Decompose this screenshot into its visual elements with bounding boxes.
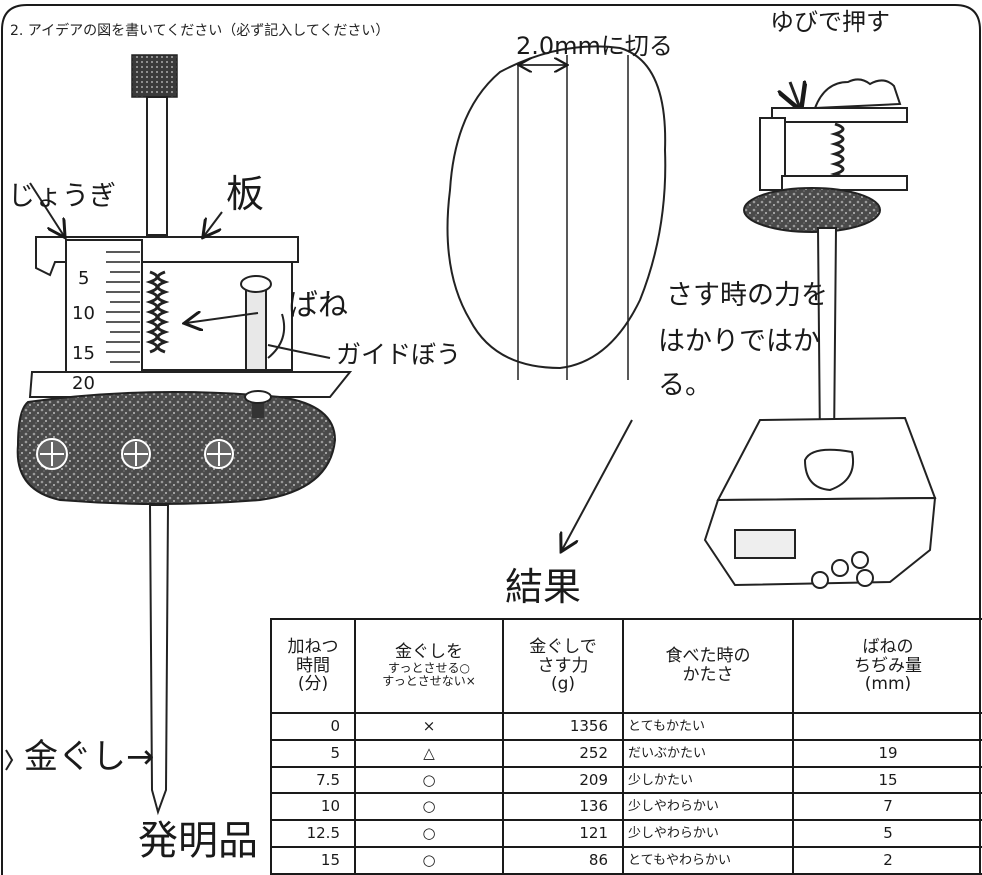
header-hardness: 食べた時のかたさ [622,618,794,714]
cell-force: 86 [502,846,624,875]
label-bane: ばね [288,288,348,323]
results-header-row: 加ねつ時間(分) 金ぐしをすっとさせる○すっとさせない× 金ぐしでさす力(g) … [270,618,982,714]
ruler-tick-20: 20 [72,373,95,394]
header-pierce: 金ぐしをすっとさせる○すっとさせない× [354,618,504,714]
header-spring-shrink: ばねのちぢみ量(mm) [792,618,982,714]
skewer-lower [148,504,170,816]
cell-hardness: とてもやわらかい [622,846,794,875]
cell-hardness: とてもかたい [622,712,794,741]
guide-rod [245,281,267,371]
scale-note-line3: る。 [658,370,712,401]
table-row: 12.5 ○ 121 少しやわらかい 5 [270,819,982,849]
label-guide-rod: ガイドぼう [336,340,462,369]
cell-pierce: ○ [354,819,504,849]
label-invention: 発明品 [138,818,258,864]
bottom-board [28,371,353,398]
inner-frame [141,261,293,371]
cell-pierce: × [354,712,504,741]
cell-time: 7.5 [270,765,356,795]
cell-time: 15 [270,846,356,875]
ruler-tick-10: 10 [72,303,95,324]
header-heating-time: 加ねつ時間(分) [270,618,356,714]
scale-note-line1: さす時の力を [666,280,828,311]
scale-drawing [562,78,937,589]
cell-force: 1356 [502,712,624,741]
table-row: 5 △ 252 だいぶかたい 19 [270,738,982,768]
fingers [813,78,902,110]
cell-shrink: 7 [792,792,982,822]
label-jougi: じょうぎ [8,181,116,212]
cell-shrink [792,712,982,741]
cell-shrink: 2 [792,846,982,875]
cell-hardness: 少しやわらかい [622,792,794,822]
cell-force: 209 [502,765,624,795]
cell-shrink: 5 [792,819,982,849]
cut-diagram [446,45,667,380]
results-table: 加ねつ時間(分) 金ぐしをすっとさせる○すっとさせない× 金ぐしでさす力(g) … [270,618,982,875]
ruler-tick-15: 15 [72,343,95,364]
table-row: 0 × 1356 とてもかたい [270,712,982,741]
cell-hardness: 少しかたい [622,765,794,795]
cell-force: 136 [502,792,624,822]
sheet-frame [1,4,981,875]
cell-pierce: ○ [354,846,504,875]
invention-drawing [5,54,353,816]
cell-force: 121 [502,819,624,849]
label-finger-press: ゆびで押す [770,8,890,36]
cell-pierce: △ [354,738,504,768]
skewer-upper-shaft [146,96,168,236]
label-ita: 板 [226,172,265,216]
table-row: 7.5 ○ 209 少しかたい 15 [270,765,982,795]
header-force: 金ぐしでさす力(g) [502,618,624,714]
potato-outline [446,45,667,370]
spring [145,270,159,354]
cell-time: 5 [270,738,356,768]
results-title: 結果 [505,565,582,609]
cell-time: 0 [270,712,356,741]
cell-hardness: 少しやわらかい [622,819,794,849]
scale-base [703,496,937,587]
scale-note-line2: はかりではか [658,326,820,357]
instruction-text: 2. アイデアの図を書いてください（必ず記入してください） [10,23,390,39]
cell-force: 252 [502,738,624,768]
table-row: 15 ○ 86 とてもやわらかい 2 [270,846,982,875]
ruler-tick-5: 5 [78,268,90,289]
cell-time: 10 [270,792,356,822]
cell-time: 12.5 [270,819,356,849]
cell-hardness: だいぶかたい [622,738,794,768]
label-skewer: 金ぐし→ [24,737,155,777]
skewer-handle [131,54,178,98]
potato-slice [16,391,337,505]
table-row: 10 ○ 136 少しやわらかい 7 [270,792,982,822]
cell-shrink: 19 [792,738,982,768]
cell-pierce: ○ [354,792,504,822]
cell-shrink: 15 [792,765,982,795]
label-cut: 2.0mmに切る [516,32,673,60]
cell-pierce: ○ [354,765,504,795]
screw-heads [36,438,234,470]
